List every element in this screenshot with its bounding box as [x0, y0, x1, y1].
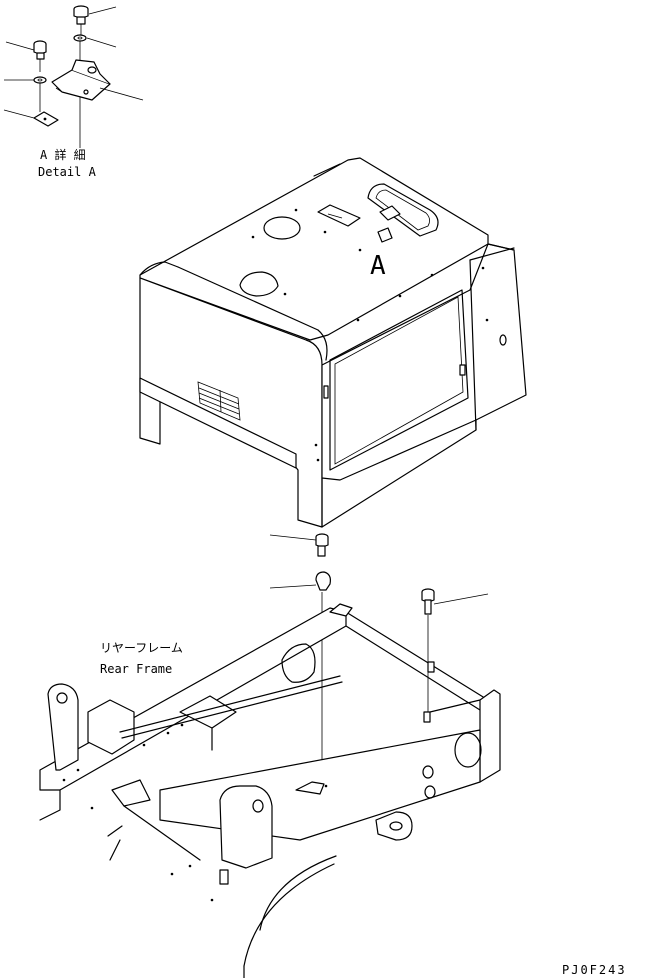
- detail-a-group: A 詳 細 Detail A: [3, 5, 144, 179]
- top-badge: [317, 204, 361, 227]
- detail-bolt-left: [5, 40, 47, 72]
- view-marker-a: A: [370, 251, 386, 281]
- top-handle: [367, 183, 439, 237]
- detail-bolt-top: [73, 5, 117, 36]
- top-opening-round: [263, 216, 301, 240]
- left-bracket: [47, 683, 79, 771]
- mounting-clip: [269, 571, 331, 780]
- detail-washer-left: [4, 76, 47, 112]
- frame-label-en: Rear Frame: [100, 662, 172, 676]
- rear-frame: [39, 603, 501, 978]
- hood-cover: [139, 157, 527, 528]
- frame-hole-right: [454, 732, 482, 768]
- front-vent: [197, 381, 241, 421]
- detail-base-plate: [3, 109, 59, 127]
- detail-latch: [51, 59, 144, 101]
- front-bracket: [219, 785, 273, 869]
- top-opening-cap: [239, 271, 279, 297]
- tow-hook: [375, 811, 413, 841]
- frame-hole-far: [281, 643, 316, 683]
- fender-curve: [259, 855, 337, 931]
- detail-label-en: Detail A: [38, 165, 97, 179]
- hood-latch: [379, 205, 401, 221]
- drawing-code: PJ0F243: [562, 963, 627, 977]
- frame-label-jp: リヤーフレーム: [100, 641, 183, 655]
- detail-label-jp: A 詳 細: [40, 147, 86, 162]
- mounting-bolt-upper: [269, 533, 329, 557]
